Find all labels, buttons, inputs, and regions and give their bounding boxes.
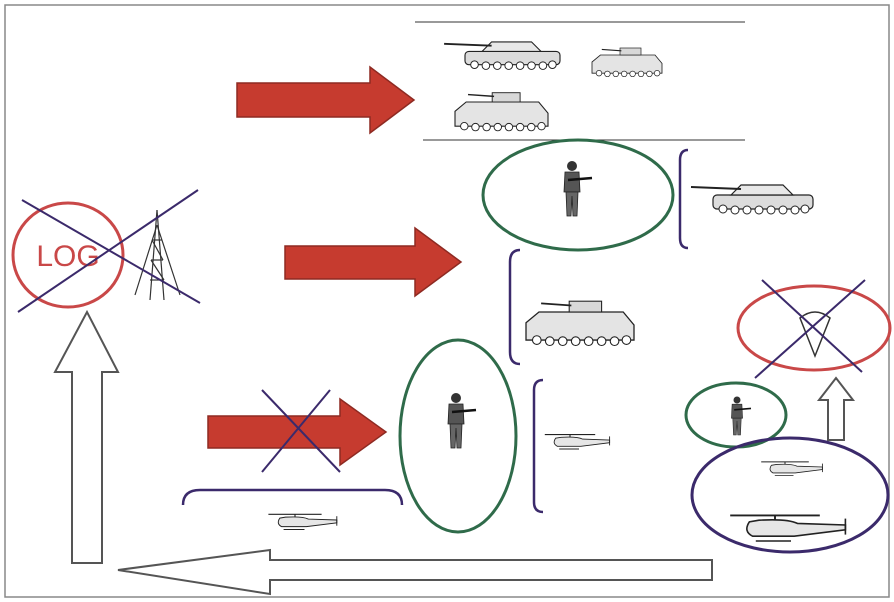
helicopter-icon xyxy=(760,461,823,477)
frame-border xyxy=(4,4,890,598)
hollow-arrow-left xyxy=(117,548,713,596)
log-label: LOG xyxy=(36,240,99,273)
radio-tower-icon xyxy=(134,209,181,301)
bracket xyxy=(181,488,404,506)
soldier-icon xyxy=(562,159,594,218)
cross-line xyxy=(17,189,199,313)
ifv-icon xyxy=(454,91,549,132)
red-ellipse xyxy=(736,284,892,372)
red-arrow-top xyxy=(236,65,416,135)
purple-ellipse xyxy=(690,436,890,554)
cross-line xyxy=(261,389,341,473)
hollow-arrow-up xyxy=(53,309,120,564)
cross-line xyxy=(261,389,331,473)
ifv-icon xyxy=(525,300,635,347)
green-ellipse xyxy=(398,338,518,534)
bracket xyxy=(678,148,689,250)
log-ellipse xyxy=(11,201,125,309)
green-ellipse xyxy=(481,138,675,252)
hollow-arrow-up-small xyxy=(816,376,856,441)
red-arrow-middle xyxy=(284,226,463,298)
helicopter-icon xyxy=(544,434,611,450)
tank-icon xyxy=(443,40,561,71)
cross-line xyxy=(21,199,201,304)
ifv-icon xyxy=(591,47,663,78)
red-arrow-bottom xyxy=(207,397,388,467)
bracket xyxy=(508,248,521,366)
helicopter-icon xyxy=(729,514,847,542)
cross-line xyxy=(754,279,866,379)
tank-icon xyxy=(690,184,814,215)
bracket xyxy=(532,378,544,514)
helicopter-icon xyxy=(267,513,338,531)
soldier-icon xyxy=(446,391,478,450)
soldier-icon xyxy=(730,395,752,436)
